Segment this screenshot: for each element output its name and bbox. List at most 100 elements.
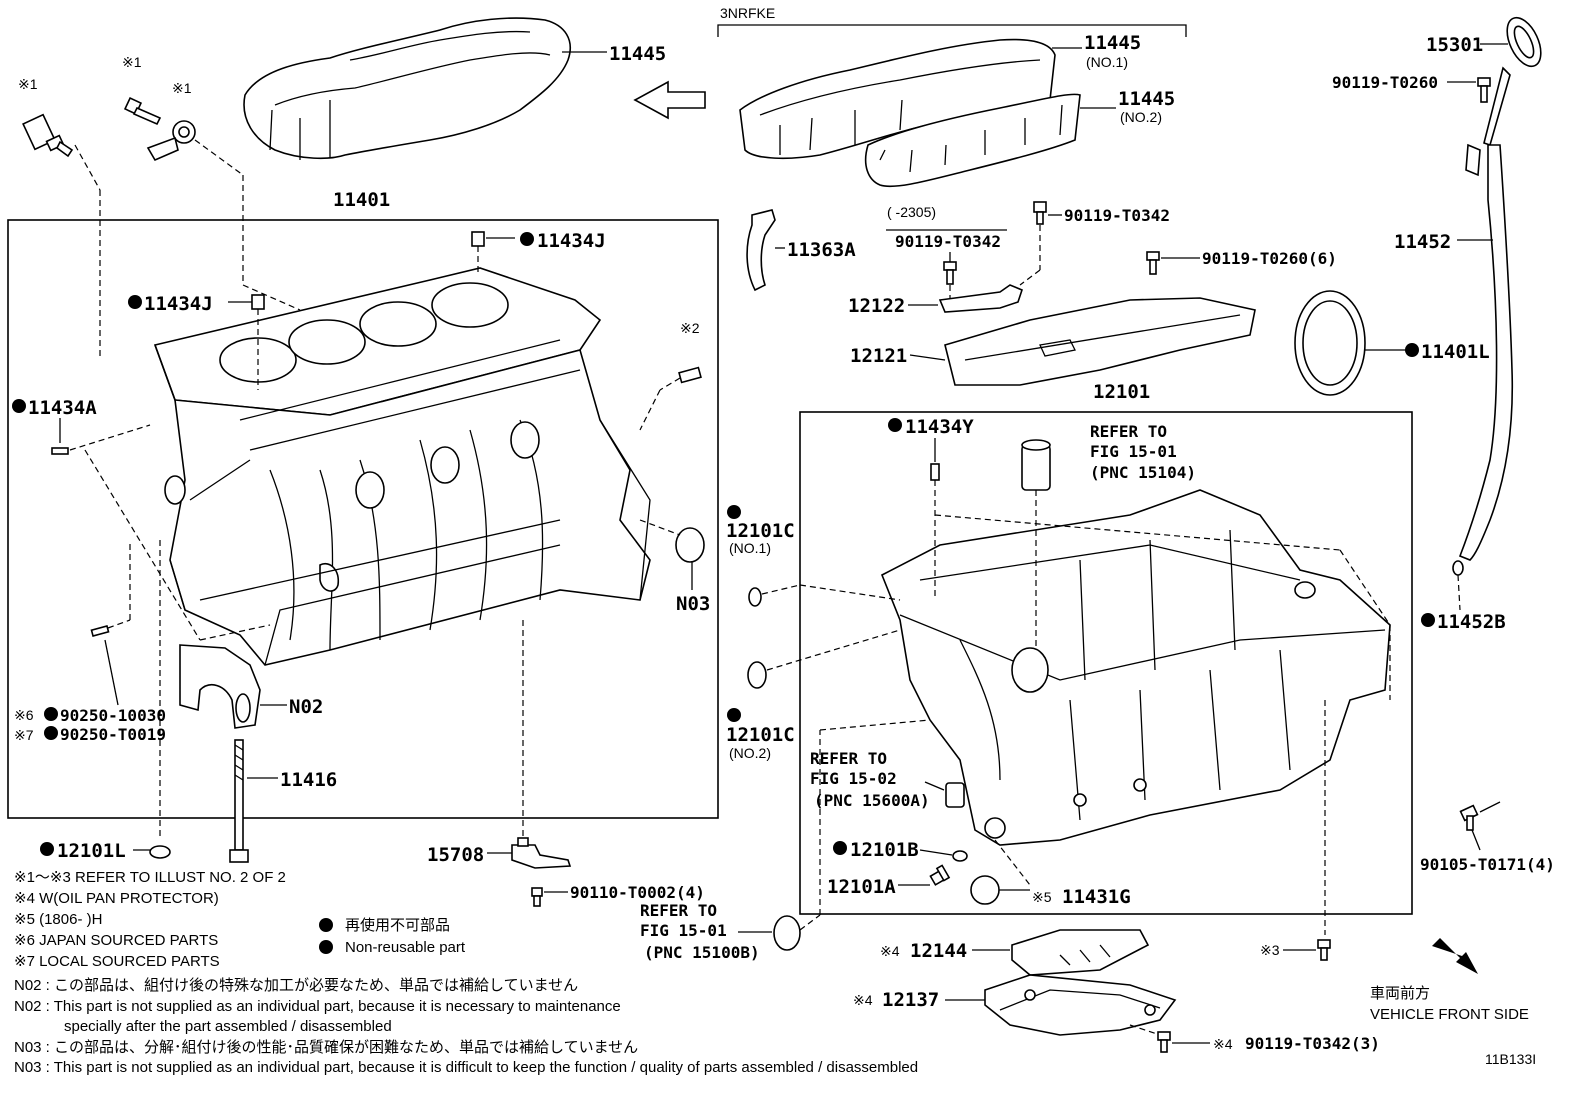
svg-text:※4: ※4: [853, 992, 873, 1008]
non-reusable-marker: [44, 726, 58, 740]
part-label-11434y[interactable]: 11434Y: [905, 416, 974, 438]
bearing-cap-n02-drawing: [179, 644, 261, 729]
part-label-11401l[interactable]: 11401L: [1421, 341, 1490, 363]
non-reusable-marker: [833, 841, 847, 855]
oil-pan-protector-12137-drawing: [984, 974, 1177, 1036]
part-label-90119-t0260-6[interactable]: 90119-T0260(6): [1202, 249, 1337, 268]
plug-11431g-icon: [970, 875, 1000, 905]
part-label-90119-t0342-a[interactable]: 90119-T0342: [895, 232, 1001, 251]
part-label-90250-10030[interactable]: 90250-10030: [60, 706, 166, 725]
non-reusable-marker: [727, 505, 741, 519]
refer-fig-15-01-text[interactable]: REFER TO: [1090, 422, 1167, 441]
non-reusable-marker: [12, 399, 26, 413]
strainer-icon: [1021, 439, 1051, 491]
svg-text:N03 : This part is not supplie: N03 : This part is not supplied as an in…: [14, 1059, 918, 1076]
non-reusable-marker: [727, 708, 741, 722]
oil-pan-group-box: [799, 411, 1413, 915]
oil-seal-11401l-drawing: [1294, 290, 1366, 396]
bolt-icon: [1033, 201, 1047, 225]
bolt-90105-t0171-icon: [1459, 804, 1479, 831]
part-label-11401[interactable]: 11401: [333, 189, 390, 211]
part-label-12101b[interactable]: 12101B: [850, 839, 919, 861]
svg-text:( -2305): ( -2305): [887, 204, 936, 220]
svg-text:※7: ※7: [14, 727, 34, 743]
svg-text:※2: ※2: [680, 320, 700, 336]
part-label-12101c-no1[interactable]: 12101C: [726, 520, 795, 542]
notes-block: ※1～※3 REFER TO ILLUST NO. 2 OF 2 ※4 W(OI…: [14, 869, 918, 1076]
bolt-90110-t0002-icon: [531, 887, 543, 907]
part-label-11452b[interactable]: 11452B: [1437, 611, 1506, 633]
part-label-90119-t0260[interactable]: 90119-T0260: [1332, 73, 1438, 92]
gasket-icon: [952, 850, 968, 862]
svg-text:FIG 15-01[interactable]: FIG 15-01: [640, 921, 727, 940]
dipstick-drawing: [1458, 16, 1542, 561]
non-reusable-marker: [128, 295, 142, 309]
baffle-plate-12121-drawing: [944, 297, 1256, 386]
oil-pan-drawing: [880, 489, 1391, 846]
vehicle-front-jp: 車両前方: [1370, 985, 1430, 1002]
pin-icon: [90, 625, 110, 637]
part-label-11445-no1[interactable]: 11445: [1084, 32, 1141, 54]
sensor-icon: [22, 113, 74, 158]
non-reusable-marker: [319, 918, 333, 932]
part-label-15708[interactable]: 15708: [427, 844, 484, 866]
svg-text:specially after the part assem: specially after the part assembled / dis…: [64, 1018, 392, 1035]
svg-text:(PNC 15600A)[interactable]: (PNC 15600A): [814, 791, 930, 810]
svg-text:(PNC 15104)[interactable]: (PNC 15104): [1090, 463, 1196, 482]
part-label-11434j-2[interactable]: 11434J: [144, 293, 213, 315]
part-label-12121[interactable]: 12121: [850, 345, 907, 367]
part-label-11416[interactable]: 11416: [280, 769, 337, 791]
cylinder-block-group-box: [7, 219, 719, 819]
svg-text:N03 : この部品は、分解･組付け後の性能･品質確保が困難: N03 : この部品は、分解･組付け後の性能･品質確保が困難なため、単品では補給…: [14, 1038, 638, 1056]
part-label-90250-t0019[interactable]: 90250-T0019: [60, 725, 166, 744]
svg-text:Non-reusable part: Non-reusable part: [345, 939, 466, 956]
oring-11452b-icon: [1452, 560, 1464, 576]
part-label-12144[interactable]: 12144: [910, 940, 967, 962]
refer-fig-15-02-text[interactable]: REFER TO: [810, 749, 887, 768]
part-label-11363a[interactable]: 11363A: [787, 239, 856, 261]
cap-bolt-11416-icon: [229, 739, 249, 863]
part-label-n02[interactable]: N02: [289, 696, 323, 718]
part-label-12101c-no2[interactable]: 12101C: [726, 724, 795, 746]
part-label-90119-t0342-b[interactable]: 90119-T0342: [1064, 206, 1170, 225]
svg-text:再使用不可部品: 再使用不可部品: [345, 917, 450, 934]
sensor-clip-icon: [146, 120, 196, 162]
part-label-12101a[interactable]: 12101A: [827, 876, 896, 898]
part-label-12101[interactable]: 12101: [1093, 381, 1150, 403]
svg-text:FIG 15-01[interactable]: FIG 15-01: [1090, 442, 1177, 461]
bolt-icon: [1146, 251, 1160, 275]
dowel-pin-icon: [51, 447, 69, 455]
svg-text:FIG 15-02[interactable]: FIG 15-02: [810, 769, 897, 788]
part-label-90110-t0002[interactable]: 90110-T0002(4): [570, 883, 705, 902]
svg-text:※4: ※4: [880, 943, 900, 959]
part-label-12137[interactable]: 12137: [882, 989, 939, 1011]
part-label-11434a[interactable]: 11434A: [28, 397, 97, 419]
oring-icon: [748, 587, 762, 607]
svg-text:(NO.1): (NO.1): [729, 540, 771, 556]
part-label-11431g[interactable]: 11431G: [1062, 886, 1131, 908]
refer-fig-15-01b-text[interactable]: REFER TO: [640, 901, 717, 920]
variant-label: 3NRFKE: [720, 5, 775, 21]
svg-text:(NO.1): (NO.1): [1086, 54, 1128, 70]
svg-text:※3: ※3: [1260, 942, 1280, 958]
part-label-11434j[interactable]: 11434J: [537, 230, 606, 252]
part-label-11445-no2[interactable]: 11445: [1118, 88, 1175, 110]
svg-text:(PNC 15100B)[interactable]: (PNC 15100B): [644, 943, 760, 962]
svg-text:N02 : This part is not supplie: N02 : This part is not supplied as an in…: [14, 998, 621, 1015]
dowel-pin-icon: [930, 463, 940, 481]
non-reusable-marker: [319, 940, 333, 954]
part-label-11445[interactable]: 11445: [609, 43, 666, 65]
part-label-n03[interactable]: N03: [676, 593, 710, 615]
part-label-12122[interactable]: 12122: [848, 295, 905, 317]
svg-text:※6: ※6: [14, 707, 34, 723]
non-reusable-marker: [520, 232, 534, 246]
bolt-icon: [1317, 939, 1331, 961]
part-label-90119-t0342-3[interactable]: 90119-T0342(3): [1245, 1034, 1380, 1053]
vehicle-front-arrow-icon: [1432, 938, 1478, 974]
part-label-12101l[interactable]: 12101L: [57, 840, 126, 862]
svg-text:※4 W(OIL PAN PROTECTOR): ※4 W(OIL PAN PROTECTOR): [14, 890, 219, 907]
part-label-15301[interactable]: 15301: [1426, 34, 1483, 56]
part-label-11452[interactable]: 11452: [1394, 231, 1451, 253]
part-label-90105-t0171[interactable]: 90105-T0171(4): [1420, 855, 1555, 874]
